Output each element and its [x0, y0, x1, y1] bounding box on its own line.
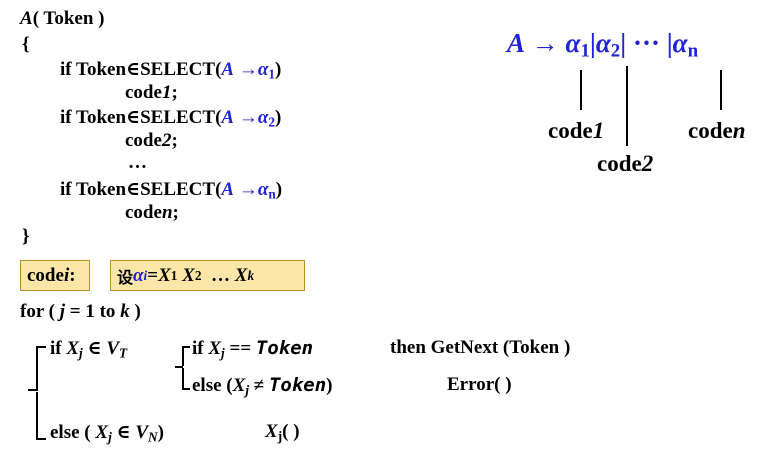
inner-brace-tip [175, 366, 183, 368]
then-getnext: then GetNext (Token ) [390, 337, 571, 358]
label-code2: code2 [597, 151, 654, 176]
match-condition: if Xj == Token [192, 337, 314, 361]
function-param: ( Token ) [32, 8, 105, 29]
case-nonterminal: else ( Xj ∈ VN) [50, 422, 164, 445]
for-loop: for ( j = 1 to k ) [20, 301, 141, 322]
code-line-n: coden; [125, 202, 179, 223]
outer-brace-top [36, 346, 46, 390]
select-condition-n: if Token∈SELECT(A →αn) [60, 179, 283, 202]
production-rule: A → α1|α2| ··· |αn [507, 28, 699, 62]
connector-line-1 [580, 70, 582, 110]
code-line-2: code2; [125, 130, 178, 151]
open-brace: { [22, 34, 30, 55]
inner-brace-top [182, 346, 190, 366]
outer-brace-bottom [36, 392, 46, 440]
ellipsis: … [128, 152, 147, 173]
mismatch-condition: else (Xj ≠ Token) [192, 374, 333, 398]
connector-line-2 [626, 66, 628, 146]
code-line-1: code1; [125, 82, 178, 103]
label-coden: coden [688, 118, 746, 143]
outer-brace-tip [28, 389, 38, 391]
inner-brace-bottom [182, 368, 190, 390]
procedure-call: Xj( ) [265, 421, 300, 444]
select-condition-1: if Token∈SELECT(A →α1) [60, 59, 282, 82]
select-condition-2: if Token∈SELECT(A →α2) [60, 107, 282, 130]
function-header: A( Token ) [20, 8, 105, 30]
label-code1: code1 [548, 118, 605, 143]
function-name: A [20, 8, 33, 29]
close-brace: } [22, 226, 30, 247]
connector-line-n [720, 70, 722, 110]
error-call: Error( ) [447, 374, 512, 395]
case-terminal: if Xj ∈ VT [50, 338, 128, 361]
